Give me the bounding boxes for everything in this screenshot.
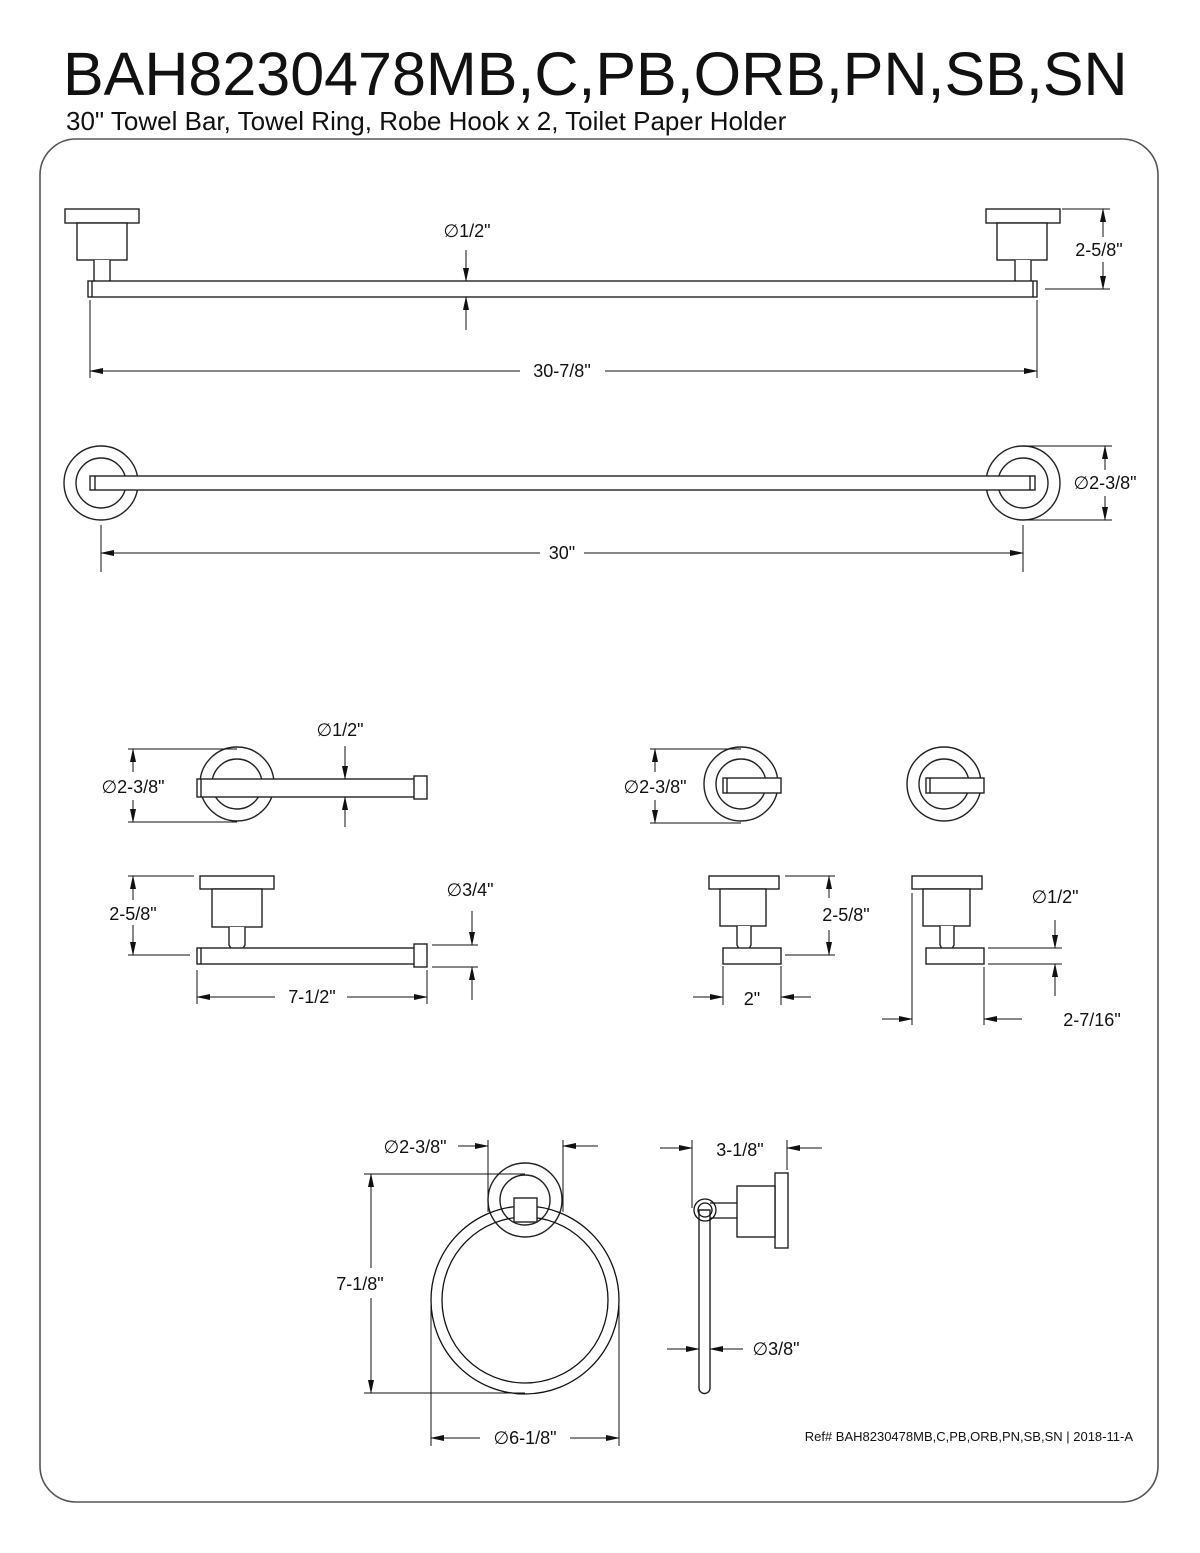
robe-hook-side-view-2 <box>911 875 985 965</box>
reference-footer: Ref# BAH8230478MB,C,PB,ORB,PN,SB,SN | 20… <box>805 1429 1134 1444</box>
towel-bar-top-view <box>63 445 1061 521</box>
paper-holder-length-label: 7-1/2" <box>288 987 335 1007</box>
paper-holder-flange-diameter-label: ∅2-3/8" <box>101 777 164 797</box>
robe-hook-projection-alt-label: 2-7/16" <box>1063 1010 1120 1030</box>
product-title: BAH8230478MB,C,PB,ORB,PN,SB,SN <box>63 40 1128 108</box>
paper-holder-bar-diameter-label: ∅1/2" <box>316 720 363 740</box>
robe-hook-width-label: 2" <box>744 989 760 1009</box>
towel-ring-height-label: 7-1/8" <box>336 1274 383 1294</box>
towel-ring-rod-diameter-label: ∅3/8" <box>752 1339 799 1359</box>
robe-hook-top-view-2 <box>906 746 985 822</box>
towel-bar-projection-label: 2-5/8" <box>1075 240 1122 260</box>
paper-holder-end-diameter-label: ∅3/4" <box>446 880 493 900</box>
robe-hook-side-view-1 <box>708 875 782 965</box>
robe-hook-projection-label: 2-5/8" <box>822 905 869 925</box>
product-subtitle: 30" Towel Bar, Towel Ring, Robe Hook x 2… <box>66 106 787 136</box>
towel-ring-diameter-label: ∅6-1/8" <box>493 1428 556 1448</box>
towel-bar-diameter-label: ∅1/2" <box>443 221 490 241</box>
paper-holder-top-view <box>196 746 428 822</box>
towel-bar-length-label: 30-7/8" <box>533 361 590 381</box>
paper-holder-side-view <box>196 875 428 968</box>
towel-bar-center-length-label: 30" <box>549 543 575 563</box>
towel-bar-side-view <box>64 208 1061 298</box>
robe-hook-flange-diameter-label: ∅2-3/8" <box>623 777 686 797</box>
robe-hook-top-view-1 <box>703 746 782 822</box>
towel-ring-projection-label: 3-1/8" <box>716 1140 763 1160</box>
paper-holder-projection-label: 2-5/8" <box>109 904 156 924</box>
towel-ring-flange-diameter-label: ∅2-3/8" <box>383 1137 446 1157</box>
towel-ring-front-view <box>430 1162 620 1395</box>
towel-bar-flange-diameter-label: ∅2-3/8" <box>1073 473 1136 493</box>
robe-hook-diameter-label: ∅1/2" <box>1031 887 1078 907</box>
drawing-border <box>39 138 1159 1503</box>
towel-ring-side-view <box>693 1172 789 1395</box>
